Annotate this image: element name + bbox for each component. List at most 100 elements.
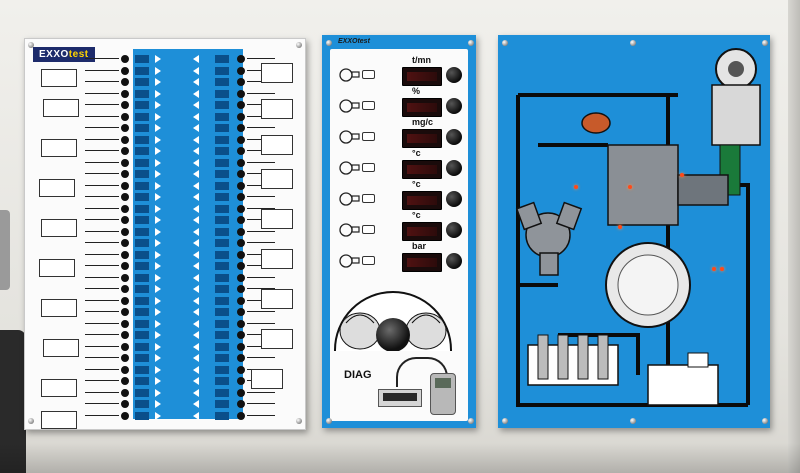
- test-socket[interactable]: [362, 70, 375, 79]
- test-pin[interactable]: [121, 66, 129, 75]
- test-socket[interactable]: [362, 163, 375, 172]
- test-pin[interactable]: [237, 101, 245, 109]
- test-pin[interactable]: [121, 411, 129, 420]
- adjust-knob[interactable]: [446, 160, 462, 176]
- test-pin[interactable]: [237, 273, 245, 282]
- test-pin[interactable]: [121, 319, 129, 328]
- screw-icon: [630, 418, 636, 424]
- test-pin[interactable]: [237, 78, 245, 86]
- test-pin[interactable]: [237, 239, 245, 247]
- test-pin[interactable]: [121, 112, 129, 121]
- test-pin[interactable]: [237, 66, 245, 75]
- test-pin[interactable]: [237, 170, 245, 178]
- test-pin[interactable]: [237, 216, 245, 224]
- test-pin[interactable]: [121, 147, 129, 155]
- wire: [247, 322, 275, 324]
- sensor-symbol-icon: [41, 299, 77, 317]
- test-pin[interactable]: [121, 193, 129, 201]
- pin-arrow: [155, 250, 161, 259]
- adjust-knob[interactable]: [446, 253, 462, 269]
- test-pin[interactable]: [237, 135, 245, 144]
- pin-number: [215, 124, 229, 132]
- test-pin[interactable]: [237, 319, 245, 328]
- test-pin[interactable]: [121, 388, 129, 397]
- pin-number: [215, 365, 229, 374]
- test-pin[interactable]: [237, 124, 245, 132]
- adjust-knob[interactable]: [446, 98, 462, 114]
- test-pin[interactable]: [121, 400, 129, 408]
- test-pin[interactable]: [121, 342, 129, 351]
- test-pin[interactable]: [237, 181, 245, 190]
- test-pin[interactable]: [237, 342, 245, 351]
- adjust-knob[interactable]: [446, 67, 462, 83]
- pin-arrow: [155, 170, 161, 178]
- test-pin[interactable]: [237, 262, 245, 270]
- test-socket[interactable]: [362, 194, 375, 203]
- test-pin[interactable]: [121, 78, 129, 86]
- pin-arrow: [155, 411, 161, 420]
- status-led: [680, 173, 684, 177]
- test-pin[interactable]: [237, 204, 245, 213]
- test-pin[interactable]: [121, 204, 129, 213]
- test-pin[interactable]: [121, 296, 129, 305]
- test-pin[interactable]: [121, 250, 129, 259]
- pin-arrow: [155, 112, 161, 121]
- test-pin[interactable]: [121, 262, 129, 270]
- test-pin[interactable]: [121, 89, 129, 98]
- test-pin[interactable]: [237, 55, 245, 63]
- fuel-tank-icon: [647, 352, 719, 406]
- test-pin[interactable]: [237, 89, 245, 98]
- pin-number: [215, 296, 229, 305]
- test-pin[interactable]: [237, 400, 245, 408]
- test-socket[interactable]: [362, 225, 375, 234]
- pin-number: [135, 124, 149, 132]
- test-pin[interactable]: [237, 388, 245, 397]
- test-pin[interactable]: [237, 411, 245, 420]
- test-pin[interactable]: [121, 331, 129, 339]
- test-socket[interactable]: [362, 256, 375, 265]
- test-pin[interactable]: [121, 354, 129, 362]
- test-pin[interactable]: [237, 285, 245, 293]
- test-pin[interactable]: [121, 124, 129, 132]
- rotary-selector-knob[interactable]: [376, 318, 410, 352]
- test-pin[interactable]: [121, 101, 129, 109]
- test-pin[interactable]: [121, 135, 129, 144]
- test-pin[interactable]: [121, 216, 129, 224]
- test-pin[interactable]: [121, 273, 129, 282]
- test-pin[interactable]: [237, 193, 245, 201]
- test-pin[interactable]: [237, 377, 245, 385]
- test-pin[interactable]: [121, 158, 129, 167]
- test-pin[interactable]: [121, 285, 129, 293]
- test-socket[interactable]: [362, 101, 375, 110]
- test-pin[interactable]: [121, 308, 129, 316]
- adjust-knob[interactable]: [446, 129, 462, 145]
- test-pin[interactable]: [237, 158, 245, 167]
- test-pin[interactable]: [121, 239, 129, 247]
- test-pin[interactable]: [237, 147, 245, 155]
- pin-number: [215, 354, 229, 362]
- test-pin[interactable]: [237, 354, 245, 362]
- test-socket[interactable]: [362, 132, 375, 141]
- test-pin[interactable]: [121, 227, 129, 236]
- pin-number: [135, 216, 149, 224]
- gauge-unit-label: %: [412, 86, 421, 96]
- adjust-knob[interactable]: [446, 222, 462, 238]
- test-pin[interactable]: [121, 377, 129, 385]
- test-pin[interactable]: [121, 55, 129, 63]
- test-pin[interactable]: [237, 112, 245, 121]
- adjust-knob[interactable]: [446, 191, 462, 207]
- test-pin[interactable]: [237, 227, 245, 236]
- screw-icon: [502, 40, 508, 46]
- pin-arrow: [193, 101, 199, 109]
- test-pin[interactable]: [121, 170, 129, 178]
- test-pin[interactable]: [237, 250, 245, 259]
- test-pin[interactable]: [121, 181, 129, 190]
- wire: [247, 357, 275, 358]
- test-pin[interactable]: [237, 308, 245, 316]
- test-pin[interactable]: [121, 365, 129, 374]
- test-pin[interactable]: [237, 296, 245, 305]
- wire: [247, 242, 275, 243]
- test-pin[interactable]: [237, 331, 245, 339]
- sensor-symbol-icon: [39, 259, 75, 277]
- test-pin[interactable]: [237, 365, 245, 374]
